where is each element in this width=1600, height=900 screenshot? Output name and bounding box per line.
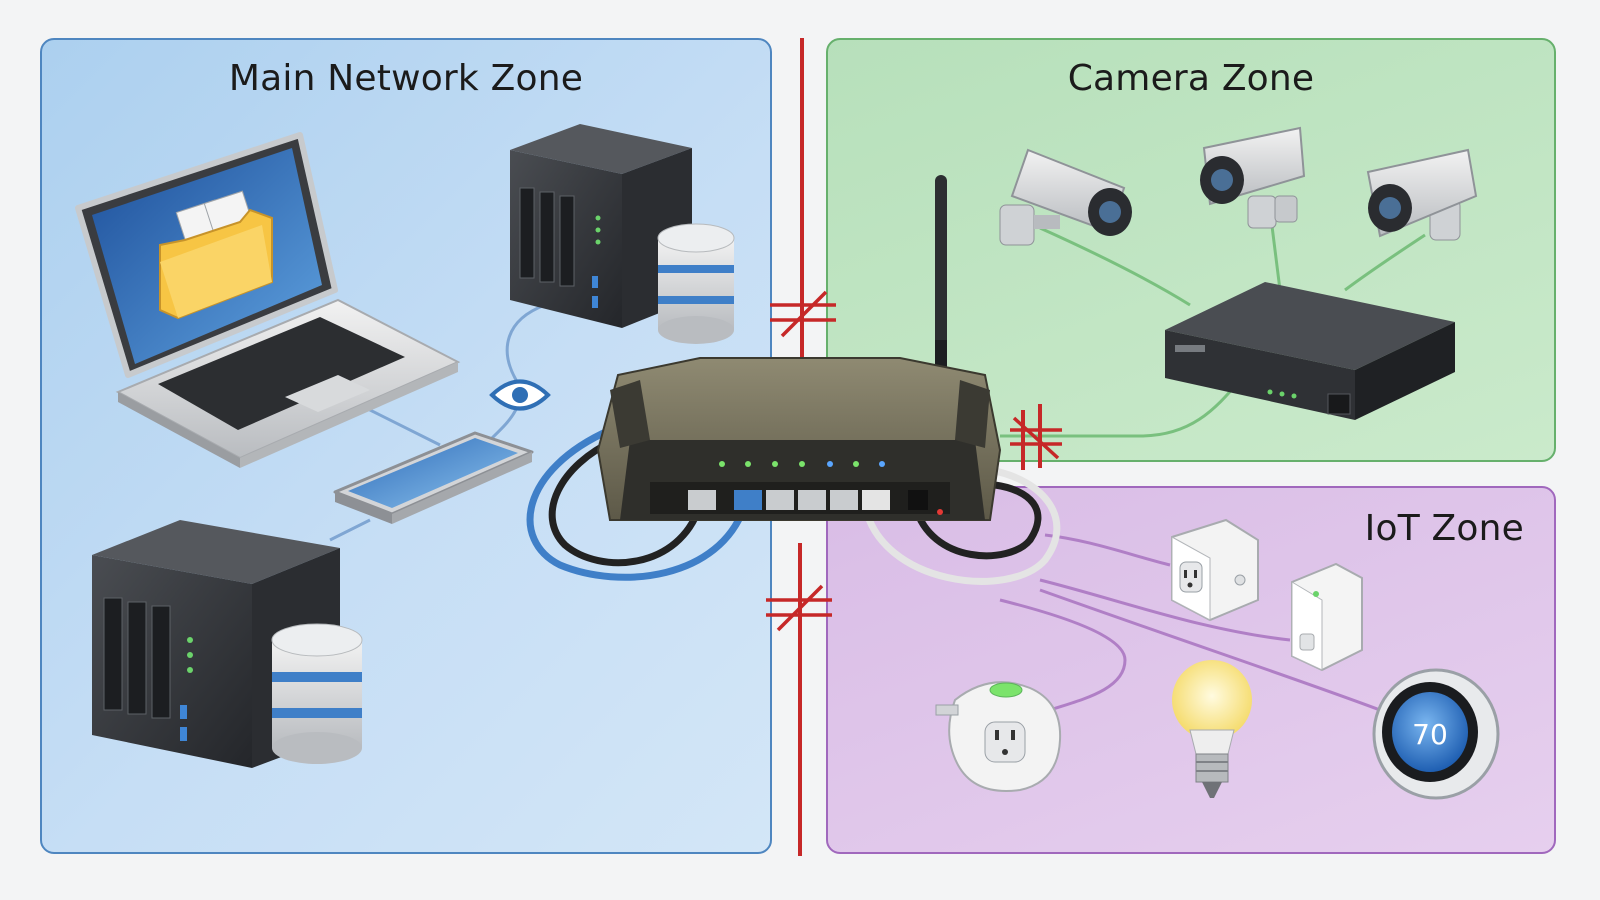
motion-sensor-icon	[1291, 562, 1363, 672]
camera-zone: Camera Zone	[826, 38, 1556, 462]
firewall-lines	[798, 38, 1042, 856]
smart-plug-icon	[935, 681, 1062, 792]
firewall-block-icon	[1010, 416, 1062, 460]
main-network-zone-title: Main Network Zone	[228, 58, 584, 99]
folder-icon	[159, 190, 273, 320]
thermostat-icon: 70	[1372, 668, 1500, 800]
iot-zone-title: IoT Zone	[1364, 508, 1524, 549]
thermostat-reading: 70	[1412, 718, 1448, 751]
firewall-block-icon	[766, 584, 832, 632]
security-camera-icon	[1200, 126, 1306, 229]
smart-plug-icon	[1171, 518, 1259, 622]
database-icon	[657, 223, 735, 344]
router-cables	[526, 426, 1061, 585]
camera-zone-title: Camera Zone	[1067, 58, 1315, 99]
firewall-block-icon	[770, 290, 836, 338]
security-camera-icon	[999, 148, 1132, 246]
light-bulb-icon	[1172, 660, 1252, 798]
router-icon	[596, 175, 1002, 521]
security-camera-icon	[1366, 148, 1478, 241]
laptop-icon	[75, 132, 461, 468]
smartphone-icon	[333, 431, 534, 524]
nas-icon	[510, 124, 692, 328]
nvr-icon	[1165, 282, 1455, 420]
eye-icon	[489, 379, 551, 411]
database-icon	[271, 623, 363, 764]
